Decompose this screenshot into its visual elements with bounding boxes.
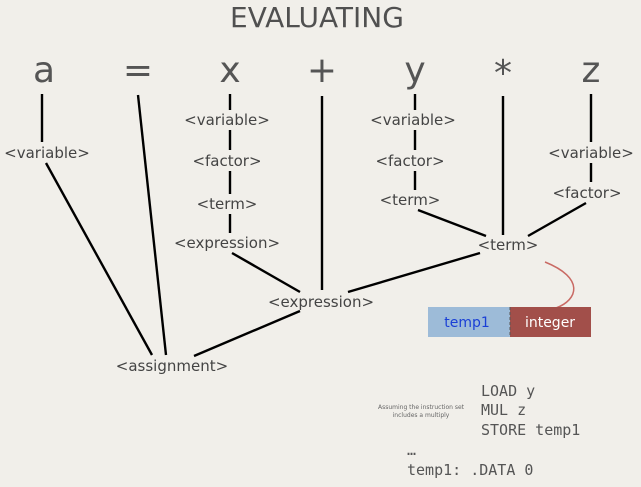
token-a: a bbox=[33, 50, 55, 91]
token-x: x bbox=[219, 50, 240, 91]
node-x-term: <term> bbox=[197, 195, 258, 213]
tag-connector-line bbox=[544, 261, 575, 309]
temp-type-cell bbox=[510, 307, 591, 337]
node-x-variable: <variable> bbox=[184, 111, 270, 129]
edge-y-term-term bbox=[417, 208, 487, 238]
node-x-expression: <expression> bbox=[174, 234, 280, 252]
node-a-variable: <variable> bbox=[4, 144, 90, 162]
node-z-factor: <factor> bbox=[552, 184, 621, 202]
edge-x-expression-expression bbox=[231, 251, 301, 294]
assumption-note: Assuming the instruction set includes a … bbox=[378, 404, 465, 419]
node-assignment: <assignment> bbox=[116, 357, 228, 375]
token-z: z bbox=[582, 50, 601, 91]
node-y-term: <term> bbox=[380, 191, 441, 209]
node-z-variable: <variable> bbox=[548, 144, 634, 162]
page-title: EVALUATING bbox=[230, 1, 404, 34]
temp-name-cell bbox=[428, 307, 510, 337]
node-expression: <expression> bbox=[268, 293, 374, 311]
edge-expression-assignment bbox=[193, 309, 301, 358]
node-term-product: <term> bbox=[478, 236, 539, 254]
temp-type-text: integer bbox=[525, 315, 575, 331]
note-line-1: Assuming the instruction set bbox=[378, 404, 465, 411]
temp-name-text: temp1 bbox=[444, 315, 490, 331]
code-line-mul: MUL z bbox=[481, 401, 526, 419]
edge-term-expression bbox=[347, 251, 481, 294]
code-line-load: LOAD y bbox=[481, 382, 535, 400]
token-equals: = bbox=[123, 50, 153, 91]
tree-nodes: <variable> <variable> <factor> <term> <e… bbox=[4, 111, 634, 375]
node-y-variable: <variable> bbox=[370, 111, 456, 129]
edge-variable-assignment bbox=[44, 162, 154, 356]
token-plus: + bbox=[307, 50, 337, 91]
edge-z-factor-term bbox=[527, 201, 587, 238]
token-row: a = x + y * z bbox=[33, 50, 600, 94]
assembly-code: LOAD y MUL z STORE temp1 … temp1: .DATA … bbox=[407, 382, 580, 479]
node-y-factor: <factor> bbox=[375, 152, 444, 170]
tree-edges bbox=[40, 94, 593, 358]
node-x-factor: <factor> bbox=[192, 152, 261, 170]
edge-equals-assignment bbox=[136, 94, 168, 356]
token-star: * bbox=[494, 53, 512, 94]
code-ellipsis: … bbox=[407, 441, 416, 459]
symbol-table-entry: temp1 integer bbox=[428, 261, 591, 337]
code-line-store: STORE temp1 bbox=[481, 421, 580, 439]
note-line-2: includes a multiply bbox=[393, 412, 450, 419]
code-data-line: temp1: .DATA 0 bbox=[407, 461, 533, 479]
token-y: y bbox=[404, 50, 425, 91]
